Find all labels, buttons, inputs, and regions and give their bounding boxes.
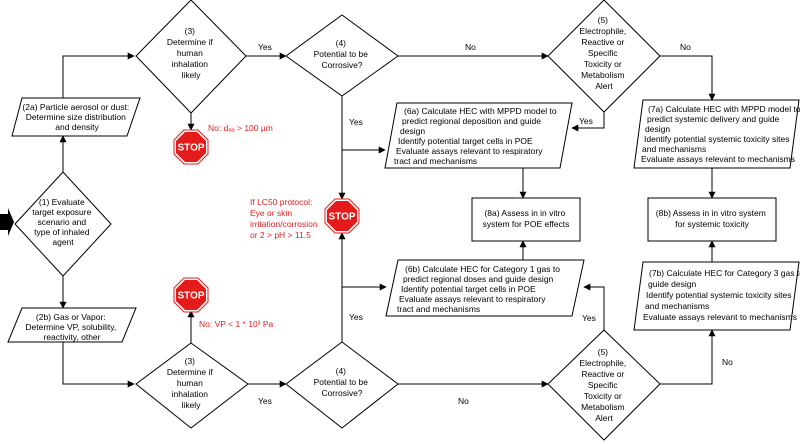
node-5a-label: (5) Electrophile, Reactive or Specific T… xyxy=(579,15,628,91)
node-7b-label: (7b) Calculate HEC for Category 3 gas to… xyxy=(643,268,800,322)
note-lc50: If LC50 protocol: Eye or skin irritation… xyxy=(250,197,320,240)
node-5a: (5) Electrophile, Reactive or Specific T… xyxy=(547,0,661,113)
node-4b-label: (4) Potential to be Corrosive? xyxy=(314,366,371,398)
edge-5a-to-7a xyxy=(660,55,716,101)
node-3a: (3) Determine if human inhalation likely xyxy=(135,0,247,114)
edge-label-yes: Yes xyxy=(258,396,272,406)
node-4a: (4) Potential to be Corrosive? xyxy=(285,14,399,97)
stop-sign-icon: STOP xyxy=(173,129,209,165)
node-8a-label: (8a) Assess in in vitro system for POE e… xyxy=(483,208,570,229)
edge-label-yes: Yes xyxy=(349,117,363,127)
note-no-vapor: No: VP < 1 * 10³ Pa xyxy=(199,319,274,329)
edge-2a-to-3a xyxy=(62,52,135,98)
edges xyxy=(59,52,716,388)
note-no-particle: No: dₐₐ > 100 µm xyxy=(208,123,273,133)
node-3a-label: (3) Determine if human inhalation likely xyxy=(167,26,215,80)
edge-2b-to-3b xyxy=(62,342,135,388)
edge-label-yes: Yes xyxy=(349,312,363,322)
node-6b-label: (6b) Calculate HEC for Category 1 gas to… xyxy=(397,264,562,314)
edge-label-no: No xyxy=(458,396,469,406)
node-2a-label: (2a) Particle aerosol or dust: Determine… xyxy=(22,102,131,132)
node-6a-label: (6a) Calculate HEC with MPPD model to pr… xyxy=(394,106,559,166)
node-5b: (5) Electrophile, Reactive or Specific T… xyxy=(547,329,661,441)
node-2a: (2a) Particle aerosol or dust: Determine… xyxy=(11,97,141,137)
edge-label-yes: Yes xyxy=(258,42,272,52)
edge-label-yes: Yes xyxy=(579,116,593,126)
node-7a-label: (7a) Calculate HEC with MPPD model to pr… xyxy=(641,104,800,164)
edge-label-no: No xyxy=(680,42,691,52)
stop-sign-label: STOP xyxy=(177,143,204,154)
stop-sign-icon: STOP xyxy=(173,277,209,313)
edge-label-yes: Yes xyxy=(582,313,596,323)
node-8b: (8b) Assess in in vitro system for syste… xyxy=(647,197,777,242)
edge-label-no: No xyxy=(722,357,733,367)
node-3b: (3) Determine if human inhalation likely xyxy=(135,342,249,429)
node-1-label: (1) Evaluate target exposure scenario an… xyxy=(32,197,93,247)
node-6b: (6b) Calculate HEC for Category 1 gas to… xyxy=(385,259,585,317)
edge-label-no: No xyxy=(465,42,476,52)
node-8a: (8a) Assess in in vitro system for POE e… xyxy=(471,197,581,242)
node-5b-label: (5) Electrophile, Reactive or Specific T… xyxy=(579,347,628,423)
node-7b: (7b) Calculate HEC for Category 3 gas to… xyxy=(633,261,800,331)
stop-sign-label: STOP xyxy=(177,291,204,302)
node-6a: (6a) Calculate HEC with MPPD model to pr… xyxy=(384,102,573,169)
node-7a: (7a) Calculate HEC with MPPD model to pr… xyxy=(633,99,800,169)
node-8b-label: (8b) Assess in in vitro system for syste… xyxy=(656,208,768,229)
node-2b: (2b) Gas or Vapor: Determine VP, solubil… xyxy=(7,307,137,343)
node-1: (1) Evaluate target exposure scenario an… xyxy=(14,171,112,277)
stop-sign-label: STOP xyxy=(328,212,355,223)
node-4b: (4) Potential to be Corrosive? xyxy=(285,341,399,429)
node-4a-label: (4) Potential to be Corrosive? xyxy=(314,38,371,70)
edge-5b-to-7b xyxy=(660,329,716,385)
entry-arrow-icon xyxy=(0,208,14,236)
edge-5b-to-6b xyxy=(583,283,605,342)
node-2b-label: (2b) Gas or Vapor: Determine VP, solubil… xyxy=(25,312,118,342)
stop-sign-icon: STOP xyxy=(324,198,360,234)
node-3b-label: (3) Determine if human inhalation likely xyxy=(167,356,215,410)
